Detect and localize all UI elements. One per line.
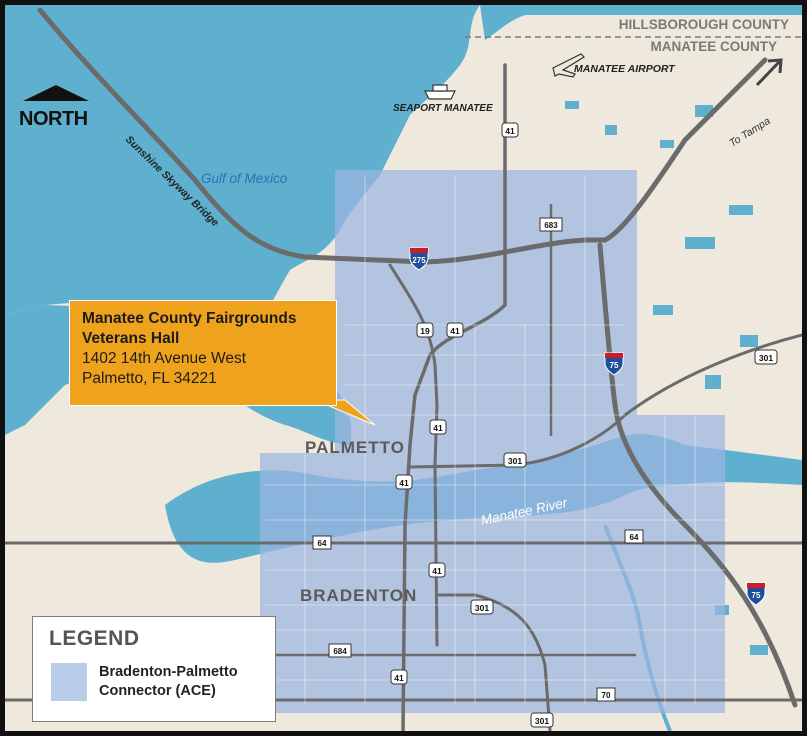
svg-text:41: 41 [399,478,409,488]
palmetto-label: PALMETTO [305,438,405,457]
us-shield-41-c: 41 [429,419,447,435]
us-shield-301-a: 301 [754,349,778,365]
us-shield-301-d: 301 [530,712,554,728]
svg-text:41: 41 [450,326,460,336]
svg-text:64: 64 [630,533,639,542]
ace-service-area [260,170,725,713]
us-shield-41-a: 41 [501,122,519,138]
us-shield-41-d: 41 [395,474,413,490]
legend-item-line1: Bradenton-Palmetto [99,664,238,680]
airport-label: MANATEE AIRPORT [574,63,676,75]
svg-text:41: 41 [432,566,442,576]
svg-text:301: 301 [759,353,773,363]
state-shield-64-a: 64 [312,535,332,550]
legend-item-line2: Connector (ACE) [99,683,216,699]
us-shield-41-e: 41 [428,562,446,578]
svg-text:301: 301 [535,716,549,726]
county-north-label: HILLSBOROUGH COUNTY [619,17,789,32]
svg-text:301: 301 [475,603,489,613]
interstate-shield-75-b: 75 [746,582,766,606]
interstate-shield-275: 275 [409,247,429,271]
svg-text:75: 75 [610,361,619,370]
airport-icon [552,53,585,78]
venue-address-line1: 1402 14th Avenue West [82,350,247,367]
us-shield-41-f: 41 [390,669,408,685]
north-arrow: NORTH [19,83,93,131]
water-bay-upper-right [480,5,802,40]
svg-text:275: 275 [412,256,426,265]
us-shield-301-b: 301 [503,452,527,468]
interstate-shield-75-a: 75 [604,352,624,376]
svg-text:64: 64 [318,539,327,548]
state-shield-70: 70 [596,687,616,702]
water-bay [5,5,480,333]
svg-text:75: 75 [752,591,761,600]
us-shield-301-c: 301 [470,599,494,615]
svg-text:683: 683 [544,221,558,230]
svg-text:41: 41 [394,673,404,683]
state-shield-64-b: 64 [624,529,644,544]
venue-name-line1: Manatee County Fairgrounds [82,310,297,327]
arrow-northeast-icon [755,58,783,87]
north-arrow-icon [23,85,89,101]
legend-title: LEGEND [49,627,140,650]
state-shield-683: 683 [539,217,563,232]
seaport-label: SEAPORT MANATEE [393,103,493,114]
ship-icon [424,84,456,100]
venue-name-line2: Veterans Hall [82,330,180,347]
county-south-label: MANATEE COUNTY [651,39,778,54]
gulf-label: Gulf of Mexico [201,171,288,186]
north-label: NORTH [19,108,88,130]
legend: LEGEND Bradenton-Palmetto Connector (ACE… [32,616,276,722]
svg-text:70: 70 [602,691,611,700]
svg-text:684: 684 [333,647,347,656]
venue-address-line2: Palmetto, FL 34221 [82,370,217,387]
minor-streets [265,175,725,705]
svg-text:19: 19 [420,326,430,336]
legend-swatch-service-area [51,663,87,701]
us-shield-19: 19 [416,322,434,338]
bradenton-label: BRADENTON [300,586,417,605]
venue-callout: Manatee County Fairgrounds Veterans Hall… [69,300,337,406]
svg-text:301: 301 [508,456,522,466]
legend-item-label: Bradenton-Palmetto Connector (ACE) [99,663,269,701]
state-shield-684: 684 [328,643,352,658]
us-shield-41-b: 41 [446,322,464,338]
svg-text:41: 41 [505,126,515,136]
svg-text:41: 41 [433,423,443,433]
ponds [565,101,768,655]
